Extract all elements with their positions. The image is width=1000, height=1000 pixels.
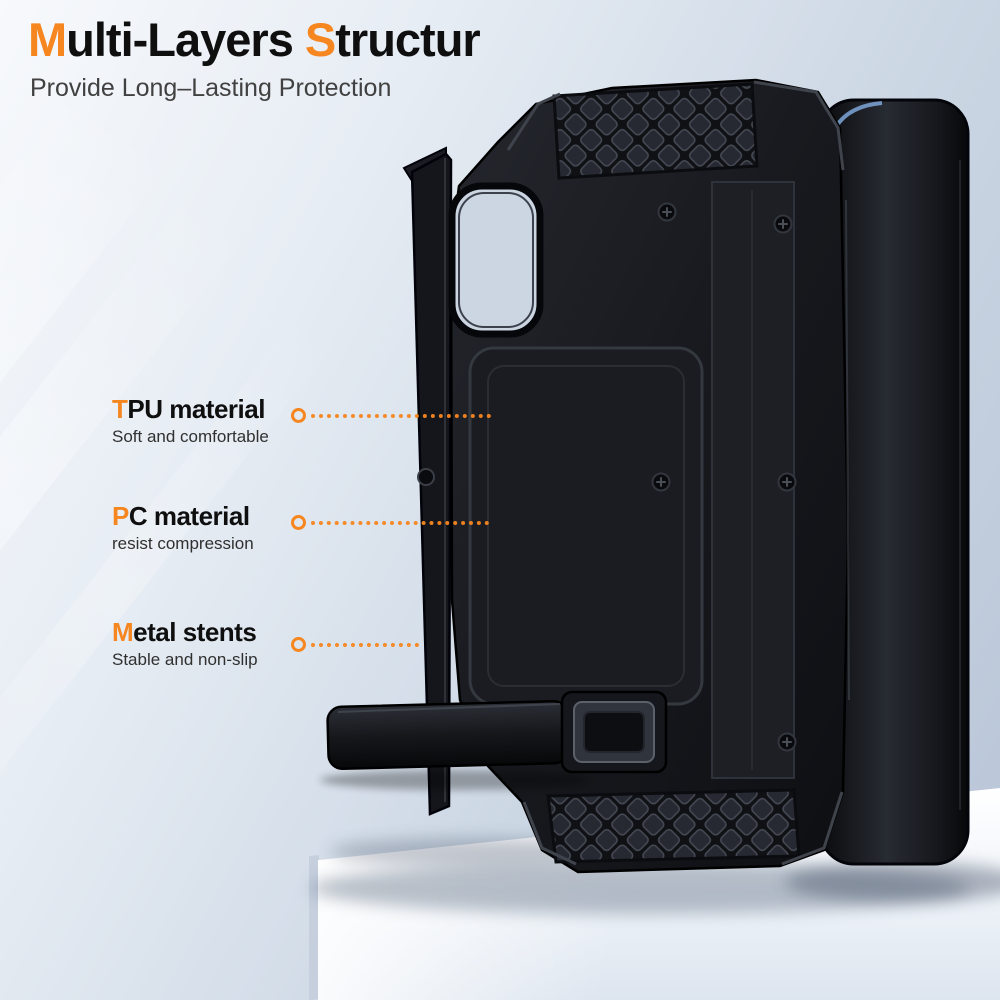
- leader-dot: [291, 515, 306, 530]
- page-subtitle: Provide Long–Lasting Protection: [30, 73, 392, 102]
- phone-shadow: [785, 862, 1000, 902]
- callout-desc: resist compression: [112, 534, 254, 553]
- callout-title: TPU material: [112, 394, 269, 425]
- callout-title-highlight: P: [112, 501, 129, 531]
- callout-metal-stents: Metal stents Stable and non-slip: [112, 617, 258, 670]
- screws: [651, 202, 797, 752]
- leader-line: [311, 643, 419, 647]
- callout-pc: PC material resist compression: [112, 501, 254, 554]
- callout-title-rest: PU material: [127, 394, 265, 424]
- case-body: [448, 78, 850, 874]
- title-text-1: ulti-Layers: [66, 13, 305, 66]
- callout-title-rest: etal stents: [133, 617, 257, 647]
- callout-desc: Stable and non-slip: [112, 650, 258, 669]
- inner-plate: [468, 346, 704, 706]
- title-text-2: tructur: [335, 13, 480, 66]
- callout-desc: Soft and comfortable: [112, 427, 269, 446]
- kickstand: [320, 690, 668, 790]
- page-title: Multi-Layers Structur: [28, 13, 481, 66]
- bottom-grip-mesh: [546, 788, 801, 864]
- title-highlight-1: M: [28, 13, 67, 66]
- kickstand-hinge: [560, 690, 668, 774]
- leader-line: [311, 521, 489, 525]
- callout-title-highlight: M: [112, 617, 134, 647]
- callout-title: PC material: [112, 501, 254, 532]
- callout-title-rest: C material: [128, 501, 250, 531]
- callout-title-highlight: T: [112, 394, 128, 424]
- leader-line: [311, 414, 491, 418]
- title-highlight-2: S: [304, 13, 336, 66]
- callout-title: Metal stents: [112, 617, 258, 648]
- callout-tpu: TPU material Soft and comfortable: [112, 394, 269, 447]
- top-grip-mesh: [552, 82, 759, 180]
- leader-dot: [291, 637, 306, 652]
- camera-cutout: [448, 182, 544, 338]
- leader-dot: [291, 408, 306, 423]
- header: Multi-Layers Structur Provide Long–Lasti…: [28, 13, 481, 103]
- tpu-liner-strip: [402, 146, 453, 816]
